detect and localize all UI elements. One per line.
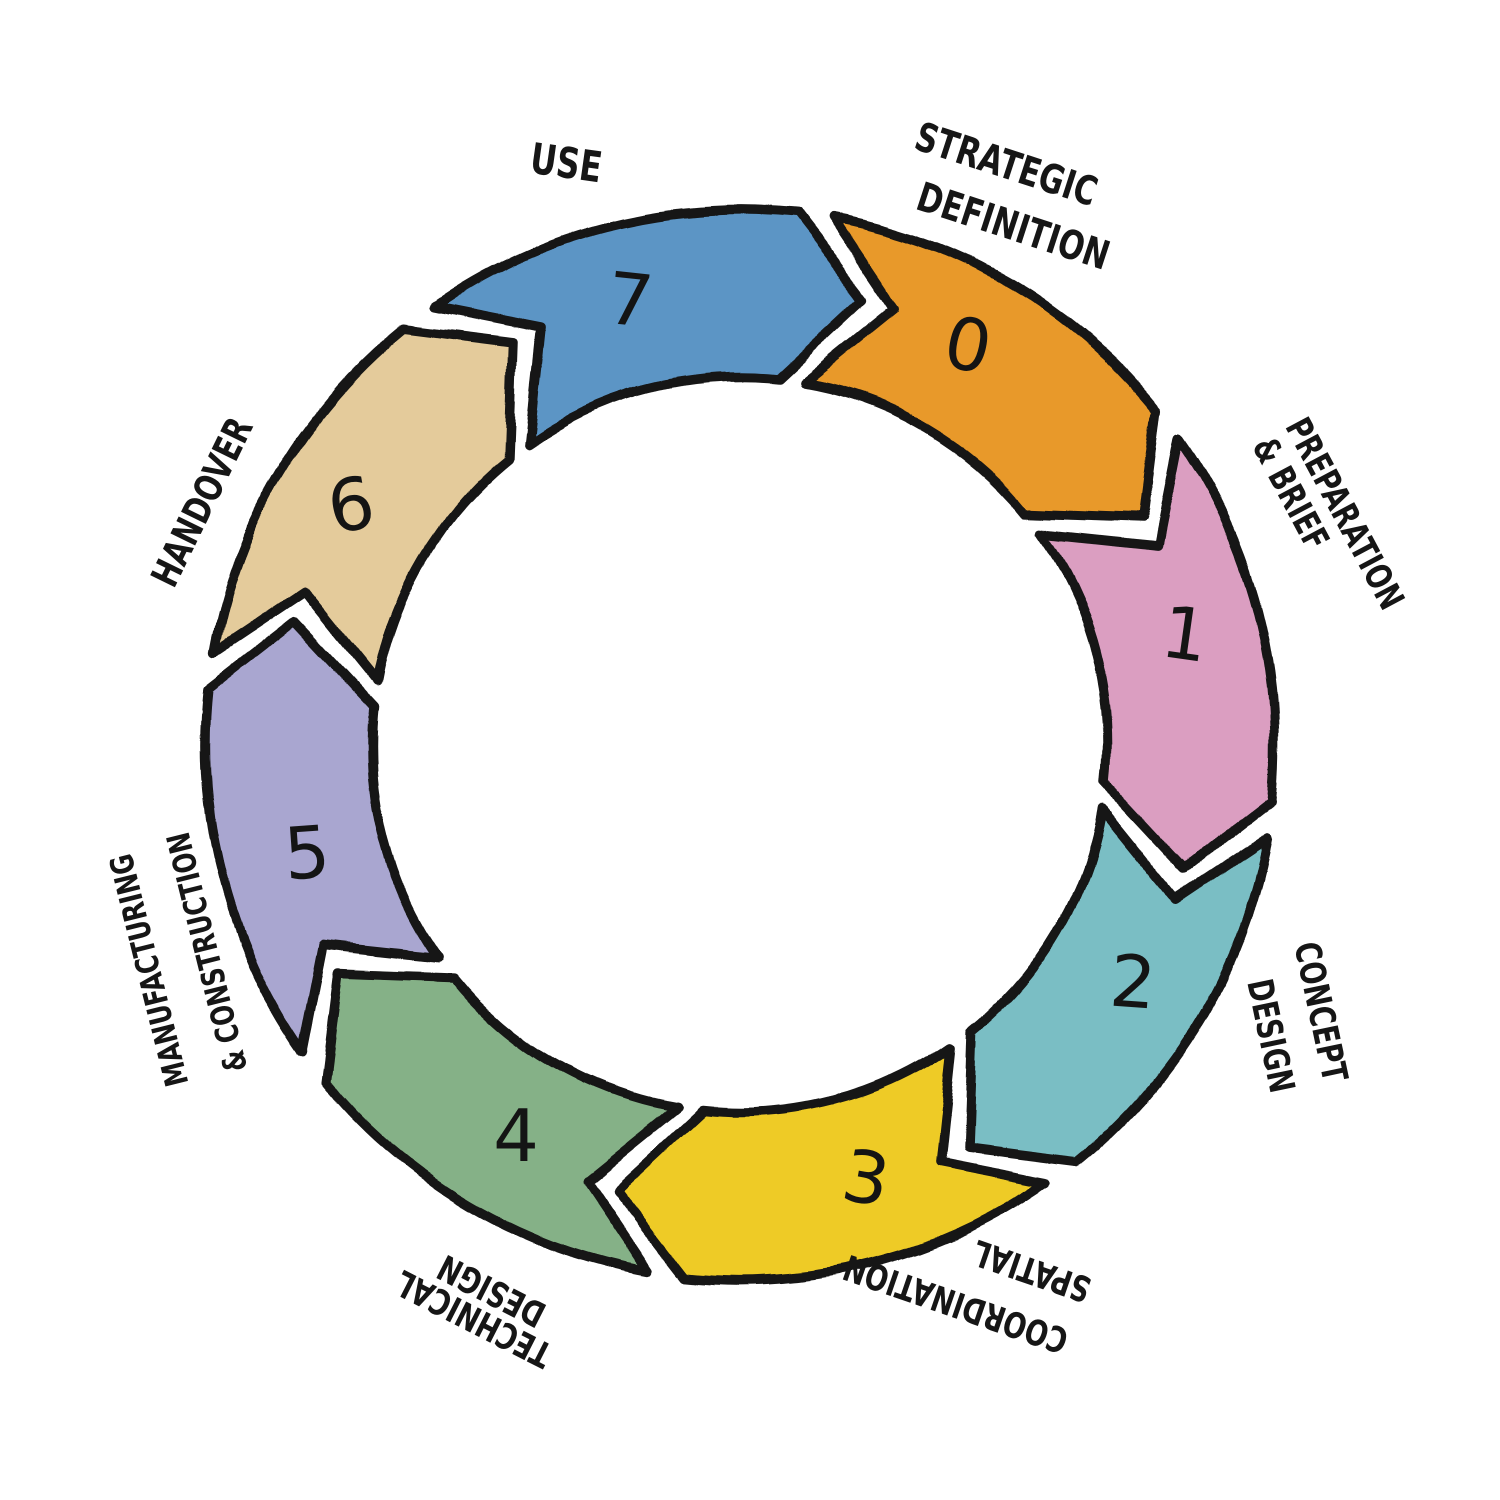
segment-stage-6 — [208, 324, 518, 686]
segment-stage-3 — [611, 1041, 1052, 1285]
stage-number-4: 4 — [493, 1094, 539, 1178]
segment-stage-1 — [1036, 433, 1280, 874]
stage-number-2: 2 — [1107, 938, 1159, 1026]
label-use: USE — [527, 135, 605, 193]
stage-number-5: 5 — [281, 809, 333, 897]
segment-stage-4 — [319, 967, 681, 1277]
stage-number-7: 7 — [602, 255, 658, 345]
segment-stage-2 — [962, 804, 1272, 1166]
segment-stage-0 — [799, 213, 1161, 523]
segment-stage-5 — [200, 616, 444, 1057]
segment-stage-7 — [428, 205, 869, 449]
